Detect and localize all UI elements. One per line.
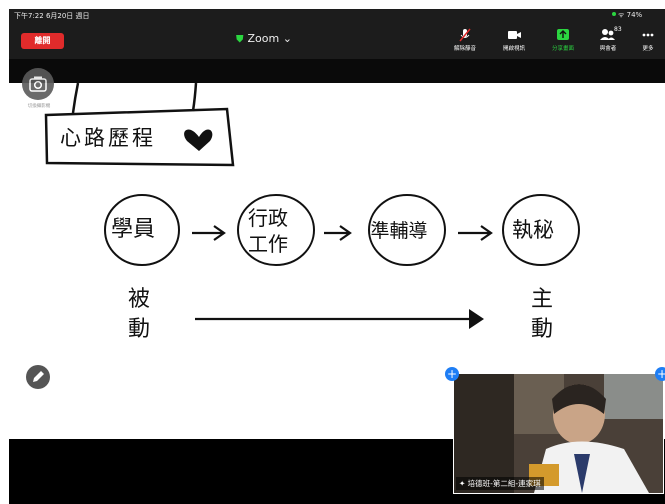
add-right-button[interactable]: + (655, 367, 665, 381)
switch-camera-label: 切換攝影機 (27, 104, 51, 109)
battery-level: 74% (626, 11, 643, 19)
participant-video-frame (454, 374, 663, 493)
long-arrow-head (469, 309, 484, 329)
leave-button[interactable]: 離開 (21, 33, 64, 49)
whiteboard-drawing (44, 82, 580, 329)
flow-arrow-3 (458, 225, 493, 241)
flow-arrow-1 (192, 225, 226, 241)
start-video-button[interactable]: 開啟視訊 (497, 28, 531, 52)
title-sign-box (44, 107, 235, 167)
recording-dot-icon (612, 12, 616, 16)
flow-circle-4 (502, 194, 580, 266)
camera-switch-icon (29, 76, 47, 92)
start-video-label: 開啟視訊 (502, 46, 525, 52)
participants-count: 83 (614, 26, 622, 33)
flow-circle-3 (368, 194, 446, 266)
share-screen-label: 分享畫面 (551, 46, 574, 52)
switch-camera-button[interactable] (22, 68, 54, 100)
label-passive: 被動 (128, 287, 151, 342)
sign-string-left (71, 82, 80, 114)
share-screen-button[interactable]: 分享畫面 (546, 28, 580, 52)
shield-icon: ⛊ (236, 34, 244, 45)
share-screen-icon (557, 29, 569, 40)
meeting-title[interactable]: ⛊Zoom ⌄ (236, 32, 292, 45)
add-left-button[interactable]: + (445, 367, 459, 381)
flow-step-2: 行政工作 (248, 206, 288, 256)
participants-icon (600, 29, 615, 40)
flow-step-4: 執秘 (512, 218, 554, 242)
sign-title: 心路歷程 (60, 126, 156, 150)
share-header-band (9, 59, 665, 83)
sign-string-right (191, 82, 198, 112)
status-time: 下午7:22 6月20日 週日 (14, 12, 90, 20)
video-off-icon (508, 31, 521, 39)
unmute-label: 解除靜音 (453, 46, 476, 52)
participants-label: 與會者 (599, 46, 617, 52)
unmute-button[interactable]: 解除靜音 (448, 28, 482, 52)
more-label: 更多 (642, 46, 654, 52)
more-button[interactable]: 更多 (631, 28, 665, 52)
flow-arrow-2 (324, 225, 352, 241)
mic-muted-icon (459, 28, 471, 42)
flow-step-3: 準輔導 (370, 220, 428, 242)
participant-video[interactable] (453, 373, 664, 494)
participants-button[interactable]: 83 與會者 (591, 26, 625, 52)
pin-icon: ✦ (459, 479, 468, 488)
flow-circle-2 (237, 194, 315, 266)
flow-circle-1 (104, 194, 180, 266)
pencil-icon (33, 371, 44, 382)
meeting-title-text: Zoom ⌄ (247, 32, 292, 45)
wifi-icon: ᯤ (618, 11, 625, 19)
more-icon (642, 33, 654, 37)
label-active: 主動 (531, 287, 554, 342)
annotate-button[interactable] (26, 365, 50, 389)
zoom-toolbar (9, 9, 665, 59)
participant-name: ✦ 培德班-第二組-連家琪 (456, 477, 544, 490)
flow-step-1: 學員 (110, 217, 155, 242)
participant-name-text: 培德班-第二組-連家琪 (467, 479, 541, 488)
status-indicators: ᯤ 74% (612, 11, 642, 20)
heart-icon (184, 129, 213, 151)
